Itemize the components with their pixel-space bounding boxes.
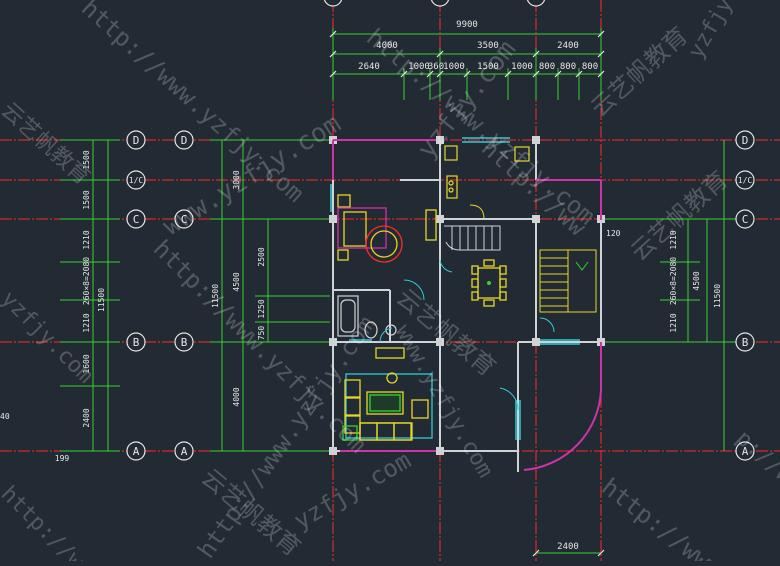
- stair-right: [539, 249, 597, 313]
- dim-sub-8: 800: [560, 62, 576, 72]
- dim-left-outer-total: 11500: [97, 288, 106, 312]
- dim-right-3: 1210: [669, 313, 678, 332]
- dim-top-3: 2400: [557, 41, 579, 51]
- dim-top-1: 4000: [376, 41, 398, 51]
- axis-label-mid-d: D: [181, 134, 188, 147]
- axis-bubble-right-b: [735, 332, 755, 352]
- axis-label-right-1c: 1/C: [738, 176, 753, 185]
- top-dimension-labels: 9900 4000 3500 2400 2640 1000 360 1000 1…: [358, 20, 598, 72]
- axis-bubble-right-d: [735, 130, 755, 150]
- axis-bubble-mid-c: [174, 209, 194, 229]
- dim-left-outer-3: 1210: [82, 230, 91, 249]
- axis-bubble-left-b: [126, 332, 146, 352]
- door-swings: [379, 259, 555, 411]
- axis-bubble-left-d: [126, 130, 146, 150]
- dim-left-outer-2: 1500: [82, 190, 91, 209]
- window-frames: [330, 137, 580, 440]
- axis-label-mid-b: B: [181, 336, 188, 349]
- axis-bubbles: [126, 0, 755, 461]
- axis-label-left-d: D: [133, 134, 140, 147]
- dim-right-total: 11500: [713, 284, 722, 308]
- dim-right-2: 260×8=2080: [669, 257, 678, 305]
- axis-label-right-c: C: [742, 213, 749, 226]
- axis-bubble-top-2: [430, 0, 450, 7]
- axis-bubble-mid-a: [174, 441, 194, 461]
- axis-bubble-left-c: [126, 209, 146, 229]
- dim-right-1: 1210: [669, 230, 678, 249]
- axis-bubble-left-a: [126, 441, 146, 461]
- axis-bubble-right-1c: [735, 170, 755, 190]
- axis-bubble-right-c: [735, 209, 755, 229]
- dim-right-4500: 4500: [692, 271, 701, 290]
- axis-label-mid-a: A: [181, 445, 188, 458]
- axis-label-right-a: A: [742, 445, 749, 458]
- dim-right-small: 120: [606, 229, 621, 238]
- dim-left-inner-3: 4000: [232, 387, 241, 406]
- dim-sub-1: 2640: [358, 62, 380, 72]
- bedroom-furniture: [337, 194, 437, 263]
- dim-overall-width: 9900: [456, 20, 478, 30]
- living-room-furniture: [342, 347, 433, 441]
- axis-bubble-mid-b: [174, 332, 194, 352]
- dim-top-2: 3500: [477, 41, 499, 51]
- dim-left-outer-4: 260×8=2080: [82, 257, 91, 305]
- axis-label-left-b: B: [133, 336, 140, 349]
- axis-label-left-1c: 1/C: [129, 176, 144, 185]
- dim-left-outer-7: 2400: [82, 408, 91, 427]
- bottom-dimension: 2400: [532, 542, 605, 557]
- axis-bubble-top-1: [323, 0, 343, 7]
- dim-left-inner-total: 11500: [211, 284, 220, 308]
- dim-left-stair-3: 750: [257, 326, 266, 341]
- dim-sub-4: 1000: [443, 62, 465, 72]
- axis-label-left-c: C: [133, 213, 140, 226]
- dim-sub-6: 1000: [511, 62, 533, 72]
- kitchen-fixtures: [444, 145, 530, 199]
- dim-sub-5: 1500: [477, 62, 499, 72]
- axis-bubble-right-a: [735, 441, 755, 461]
- dim-left-stair-1: 2500: [257, 247, 266, 266]
- windows-and-balcony: [332, 139, 602, 471]
- dim-sub-7: 800: [539, 62, 555, 72]
- dim-left-outer-6: 1600: [82, 354, 91, 373]
- axis-label-left-a: A: [133, 445, 140, 458]
- dim-left-outer-1: 1500: [82, 150, 91, 169]
- left-dimension-lines: [60, 139, 330, 452]
- top-dimension-ticks: [329, 30, 605, 78]
- left-dimension-labels: 1500 1500 1210 260×8=2080 1210 1600 2400…: [0, 150, 266, 463]
- right-dimension-lines: [604, 140, 740, 451]
- dim-left-cut: 40: [0, 412, 10, 421]
- axis-label-right-b: B: [742, 336, 749, 349]
- right-dimension-labels: 1210 260×8=2080 1210 4500 11500 120: [606, 229, 722, 333]
- dim-left-inner-2: 4500: [232, 272, 241, 291]
- dim-left-bottom-small: 199: [55, 454, 70, 463]
- axis-bubble-left-1c: [126, 170, 146, 190]
- dining-set: [471, 259, 507, 307]
- axis-bubble-mid-d: [174, 130, 194, 150]
- stair-left: [444, 204, 501, 251]
- dim-left-stair-2: 1250: [257, 299, 266, 318]
- dim-left-outer-5: 1210: [82, 313, 91, 332]
- bathroom-fixtures: [337, 295, 397, 339]
- dim-left-inner-1: 3000: [232, 170, 241, 189]
- axis-label-mid-c: C: [181, 213, 188, 226]
- dim-bottom-2400: 2400: [557, 542, 579, 552]
- dim-sub-2: 1000: [408, 62, 430, 72]
- axis-bubble-top-3: [526, 0, 546, 7]
- dim-sub-9: 800: [582, 62, 598, 72]
- dim-sub-3: 360: [428, 62, 444, 72]
- axis-bubble-labels: D 1/C C B A D C B A D 1/C C B A: [129, 134, 753, 458]
- axis-label-right-d: D: [742, 134, 749, 147]
